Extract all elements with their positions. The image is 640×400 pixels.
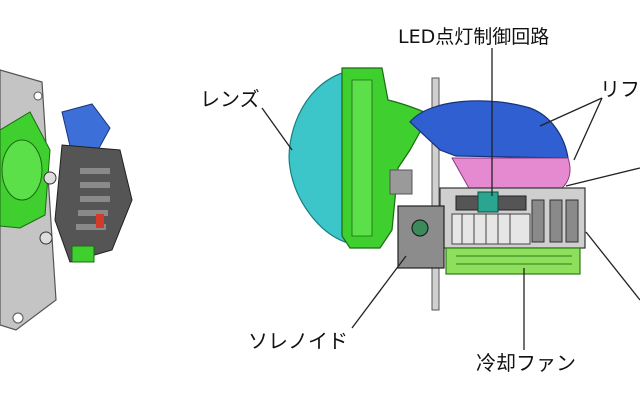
vertical-plate (431, 77, 440, 311)
leader-lens (261, 107, 293, 151)
lens-dome (288, 71, 346, 243)
label-reflector: リフ (600, 77, 640, 101)
module-dark-internals (54, 144, 133, 263)
module-green-bit (71, 245, 95, 263)
module-red-bit (96, 214, 104, 228)
plate-hole (12, 312, 24, 324)
cross-section (288, 67, 586, 311)
label-cooling-fan: 冷却ファン (476, 351, 576, 375)
left-module (0, 69, 133, 331)
module-fin (80, 182, 110, 188)
housing-slot (549, 199, 563, 243)
solenoid-box (397, 205, 445, 269)
module-screw (43, 171, 57, 185)
fan-blades (456, 255, 572, 265)
label-led-circuit: LED点灯制御回路 (398, 26, 550, 48)
module-screw (39, 231, 53, 245)
housing-slot (565, 199, 579, 243)
module-fin (80, 168, 110, 174)
leader-right-edge (585, 231, 640, 301)
led-chip (477, 191, 499, 213)
leader-reflector-1 (539, 97, 603, 127)
solenoid-core (411, 219, 429, 237)
module-fin (78, 210, 108, 216)
module-green-ring (1, 139, 43, 201)
module-fin (76, 224, 106, 230)
label-lens: レンズ (200, 87, 260, 111)
label-solenoid: ソレノイド (248, 329, 348, 353)
plate-hole (33, 91, 43, 101)
module-blue-top (61, 103, 111, 151)
leader-reflector-3 (565, 167, 640, 187)
leader-lines (261, 48, 640, 350)
leader-solenoid (351, 255, 407, 329)
holder-grey-tab (389, 169, 413, 195)
reflector-blue (409, 100, 569, 159)
lens-holder-inner (351, 79, 373, 237)
module-fin (80, 196, 110, 202)
cooling-fan (445, 247, 581, 275)
leader-reflector-2 (573, 97, 603, 161)
housing-slot (531, 199, 545, 243)
heatsink-strip (451, 213, 531, 245)
